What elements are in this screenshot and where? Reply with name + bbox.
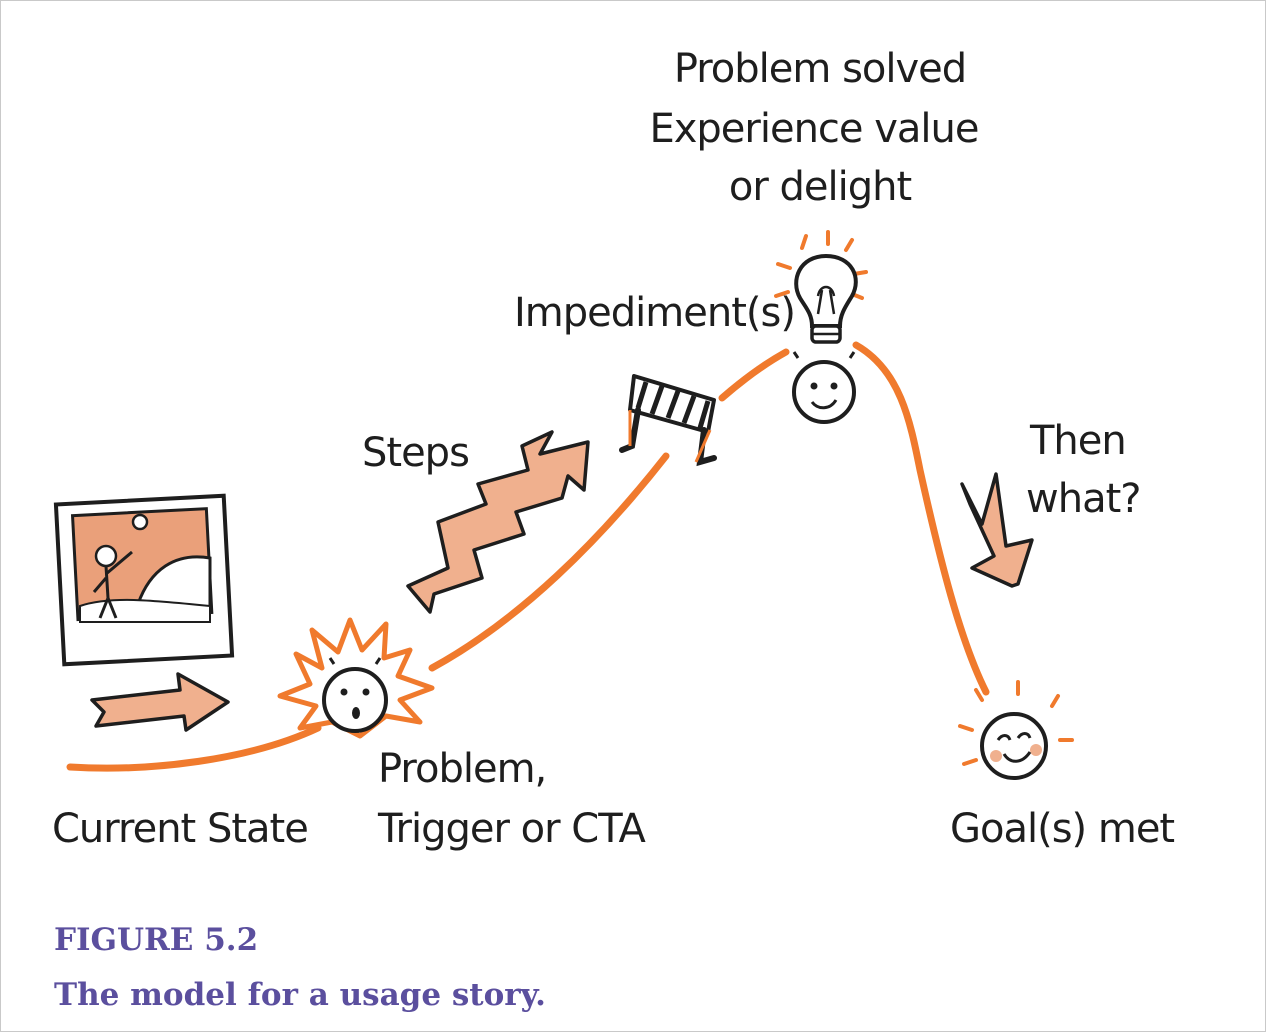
delight-face-icon <box>792 351 856 424</box>
then-what-arrow-icon <box>960 472 1034 588</box>
curve-segment-peak-approach <box>718 348 790 402</box>
figure-caption: The model for a usage story. <box>54 977 546 1013</box>
label-solved-line3: or delight <box>729 164 912 210</box>
lightbulb-icon <box>774 230 868 344</box>
label-solved-line1: Problem solved <box>674 46 966 92</box>
label-solved-line2: Experience value <box>649 106 978 152</box>
steps-arrow-icon <box>406 430 590 614</box>
figure-label: FIGURE 5.2 <box>54 922 259 958</box>
curve-segment-start <box>66 724 322 772</box>
label-what: what? <box>1026 476 1141 522</box>
impediment-barricade-icon <box>619 374 717 467</box>
goal-face-icon <box>958 680 1074 780</box>
label-goals-met: Goal(s) met <box>950 806 1174 852</box>
curve-segment-descent <box>852 341 990 696</box>
label-problem-line1: Problem, <box>378 746 546 792</box>
journey-curve <box>66 341 990 772</box>
label-current-state: Current State <box>52 806 308 852</box>
label-steps: Steps <box>362 430 469 476</box>
curve-segment-rise <box>428 452 670 672</box>
current-state-arrow-icon <box>90 672 230 732</box>
label-problem-line2: Trigger or CTA <box>377 806 647 852</box>
label-impediments: Impediment(s) <box>514 290 795 336</box>
problem-burst-icon <box>277 617 435 739</box>
label-then: Then <box>1029 418 1126 464</box>
photo-frame-icon <box>53 493 235 667</box>
